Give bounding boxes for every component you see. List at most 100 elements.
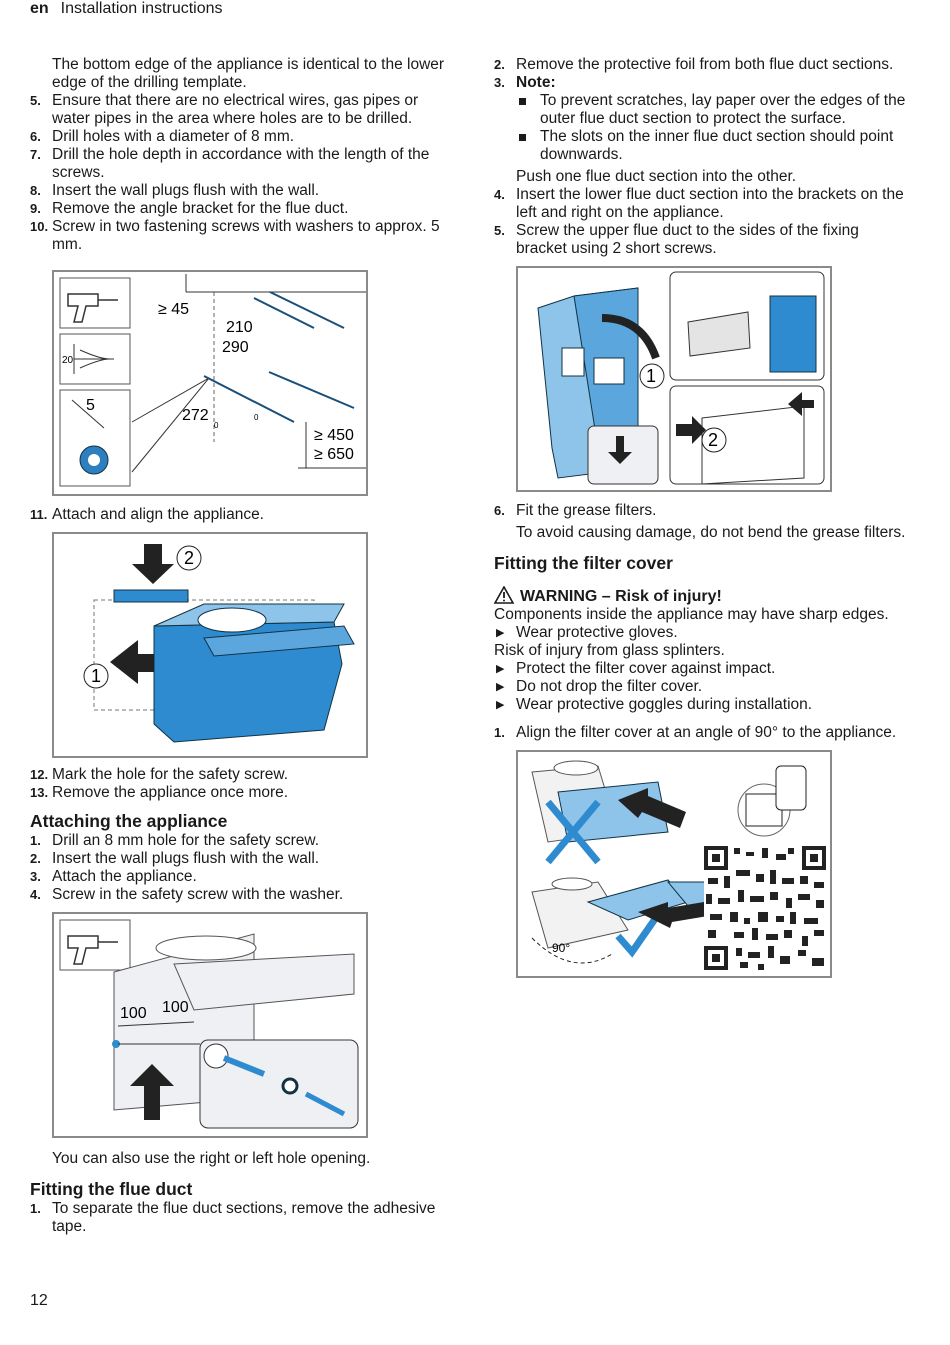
action-text: Do not drop the filter cover. <box>516 678 703 695</box>
step-number: 8. <box>30 183 41 198</box>
drilling-diagram: 20 5 ≥ 45 210 290 272 0 0 ≥ 450 ≥ 650 <box>59 274 366 487</box>
qr-code <box>704 846 826 970</box>
bullet-text: The slots on the inner flue duct section… <box>540 128 894 163</box>
dim-210-label: 210 <box>226 319 253 336</box>
flue-step-5: 5.Screw the upper flue duct to the sides… <box>494 222 909 258</box>
grease-filter-note: To avoid causing damage, do not bend the… <box>516 524 906 541</box>
step-number: 13. <box>30 785 49 800</box>
attach-figure: 2 1 <box>52 532 368 758</box>
flue-step-4: 4. Insert the lower flue duct section int… <box>494 186 909 222</box>
warning-text-2: Risk of injury from glass splinters. <box>494 642 725 659</box>
callout-2-label: 2 <box>184 548 194 568</box>
dim-290-label: 290 <box>222 339 249 356</box>
callout-line <box>131 377 210 423</box>
action-text: Wear protective goggles during installat… <box>516 696 813 713</box>
step-text: Mark the hole for the safety screw. <box>52 766 289 783</box>
dim-0a-label: 0 <box>214 421 219 430</box>
attach-step-2: 2. Insert the wall plugs flush with the w… <box>30 850 450 868</box>
left-arrow-icon <box>110 640 154 684</box>
flue-step-1: 1.To separate the flue duct sections, re… <box>30 1200 450 1236</box>
step-number: 3. <box>30 869 41 884</box>
step-text: Drill an 8 mm hole for the safety screw. <box>52 832 320 849</box>
callout-1-label: 1 <box>646 366 656 386</box>
dim-272-label: 272 <box>182 407 209 424</box>
steps-12-13: 12.Mark the hole for the safety screw. 1… <box>30 766 450 802</box>
header-title: Installation instructions <box>60 0 223 17</box>
step-number: 3. <box>494 75 505 90</box>
step-text: Drill holes with a diameter of 8 mm. <box>52 128 295 145</box>
triangle-bullet-icon: ▶ <box>496 699 505 711</box>
flue-duct-heading: Fitting the flue duct <box>30 1179 193 1199</box>
callout-1-label: 1 <box>91 666 101 686</box>
right-column: 2.Remove the protective foil from both f… <box>493 56 909 978</box>
step-number: 1. <box>30 833 41 848</box>
callout-2-label: 2 <box>708 430 718 450</box>
warning-text-1: Components inside the appliance may have… <box>494 606 889 623</box>
intro-text: The bottom edge of the appliance is iden… <box>52 56 445 91</box>
left-column: The bottom edge of the appliance is iden… <box>30 56 450 1236</box>
step-number: 6. <box>494 503 505 518</box>
step-9: 9.Remove the angle bracket for the flue … <box>30 200 450 218</box>
action-text: Wear protective gloves. <box>516 624 678 641</box>
page-number: 12 <box>30 1292 48 1309</box>
bullet-text: To prevent scratches, lay paper over the… <box>540 92 906 127</box>
dim-20-label: 20 <box>62 355 74 366</box>
dim-100a-label: 100 <box>120 1005 147 1022</box>
step-8: 8. Insert the wall plugs flush with the w… <box>30 182 450 200</box>
filter-step-1: 1.Align the filter cover at an angle of … <box>494 724 909 742</box>
flue-step-2: 2.Remove the protective foil from both f… <box>494 56 909 74</box>
step-number: 4. <box>30 887 41 902</box>
step-5: 5.Ensure that there are no electrical wi… <box>30 92 450 128</box>
step-text: Ensure that there are no electrical wire… <box>52 92 419 127</box>
down-arrow-icon <box>132 544 174 584</box>
step-text: Fit the grease filters. <box>516 502 657 519</box>
step-6: 6. Drill holes with a diameter of 8 mm. <box>30 128 450 146</box>
attach-diagram: 2 1 <box>83 544 355 743</box>
language-code: en <box>30 0 49 17</box>
depth-icon <box>73 344 114 374</box>
attaching-heading: Attaching the appliance <box>30 811 228 831</box>
step-text: Screw in the safety screw with the washe… <box>52 886 344 903</box>
step-text: Insert the wall plugs flush with the wal… <box>52 850 320 867</box>
up-arrow-icon <box>130 1064 174 1120</box>
step-text: Insert the wall plugs flush with the wal… <box>52 182 320 199</box>
step-text: Attach the appliance. <box>52 868 197 885</box>
step-text: Attach and align the appliance. <box>52 506 264 523</box>
step-12: 12.Mark the hole for the safety screw. <box>30 766 450 784</box>
phone-icon <box>775 765 807 811</box>
dim-5-label: 5 <box>86 397 95 414</box>
dim-0b-label: 0 <box>254 413 259 422</box>
step-number: 4. <box>494 187 505 202</box>
safety-screw-figure: 100 100 <box>52 912 368 1138</box>
step-number: 1. <box>494 725 505 740</box>
step-number: 10. <box>30 219 49 234</box>
triangle-bullet-icon: ▶ <box>496 663 505 675</box>
push-text: Push one flue duct section into the othe… <box>516 168 797 185</box>
flue-step-3: 3. Note: <box>494 74 909 92</box>
attach-steps: 1. Drill an 8 mm hole for the safety scre… <box>30 832 450 904</box>
drill-icon <box>67 935 118 965</box>
dim-100b-label: 100 <box>162 999 189 1016</box>
step-text: Drill the hole depth in accordance with … <box>52 146 430 181</box>
steps-5-10: 5.Ensure that there are no electrical wi… <box>30 92 450 254</box>
step-number: 12. <box>30 767 49 782</box>
attach-step-3: 3. Attach the appliance. <box>30 868 450 886</box>
step-text: Remove the appliance once more. <box>52 784 289 801</box>
hole-note: You can also use the right or left hole … <box>52 1150 371 1167</box>
step-number: 6. <box>30 129 41 144</box>
warning-title-row: WARNING – Risk of injury! <box>493 585 909 606</box>
angle-90-label: 90° <box>552 941 570 955</box>
step-number: 9. <box>30 201 41 216</box>
warning-triangle-icon <box>493 585 515 604</box>
note-label: Note: <box>516 74 556 91</box>
triangle-bullet-icon: ▶ <box>496 681 505 693</box>
filter-cover-figure: 90° <box>516 750 832 978</box>
action-text: Protect the filter cover against impact. <box>516 660 776 677</box>
warning-title: WARNING – Risk of injury! <box>520 588 722 605</box>
step-text: Remove the protective foil from both flu… <box>516 56 894 73</box>
step-number: 2. <box>30 851 41 866</box>
attach-step-4: 4. Screw in the safety screw with the was… <box>30 886 450 904</box>
step-number: 7. <box>30 147 41 162</box>
step-13: 13.Remove the appliance once more. <box>30 784 450 802</box>
step-text: Insert the lower flue duct section into … <box>516 186 904 221</box>
